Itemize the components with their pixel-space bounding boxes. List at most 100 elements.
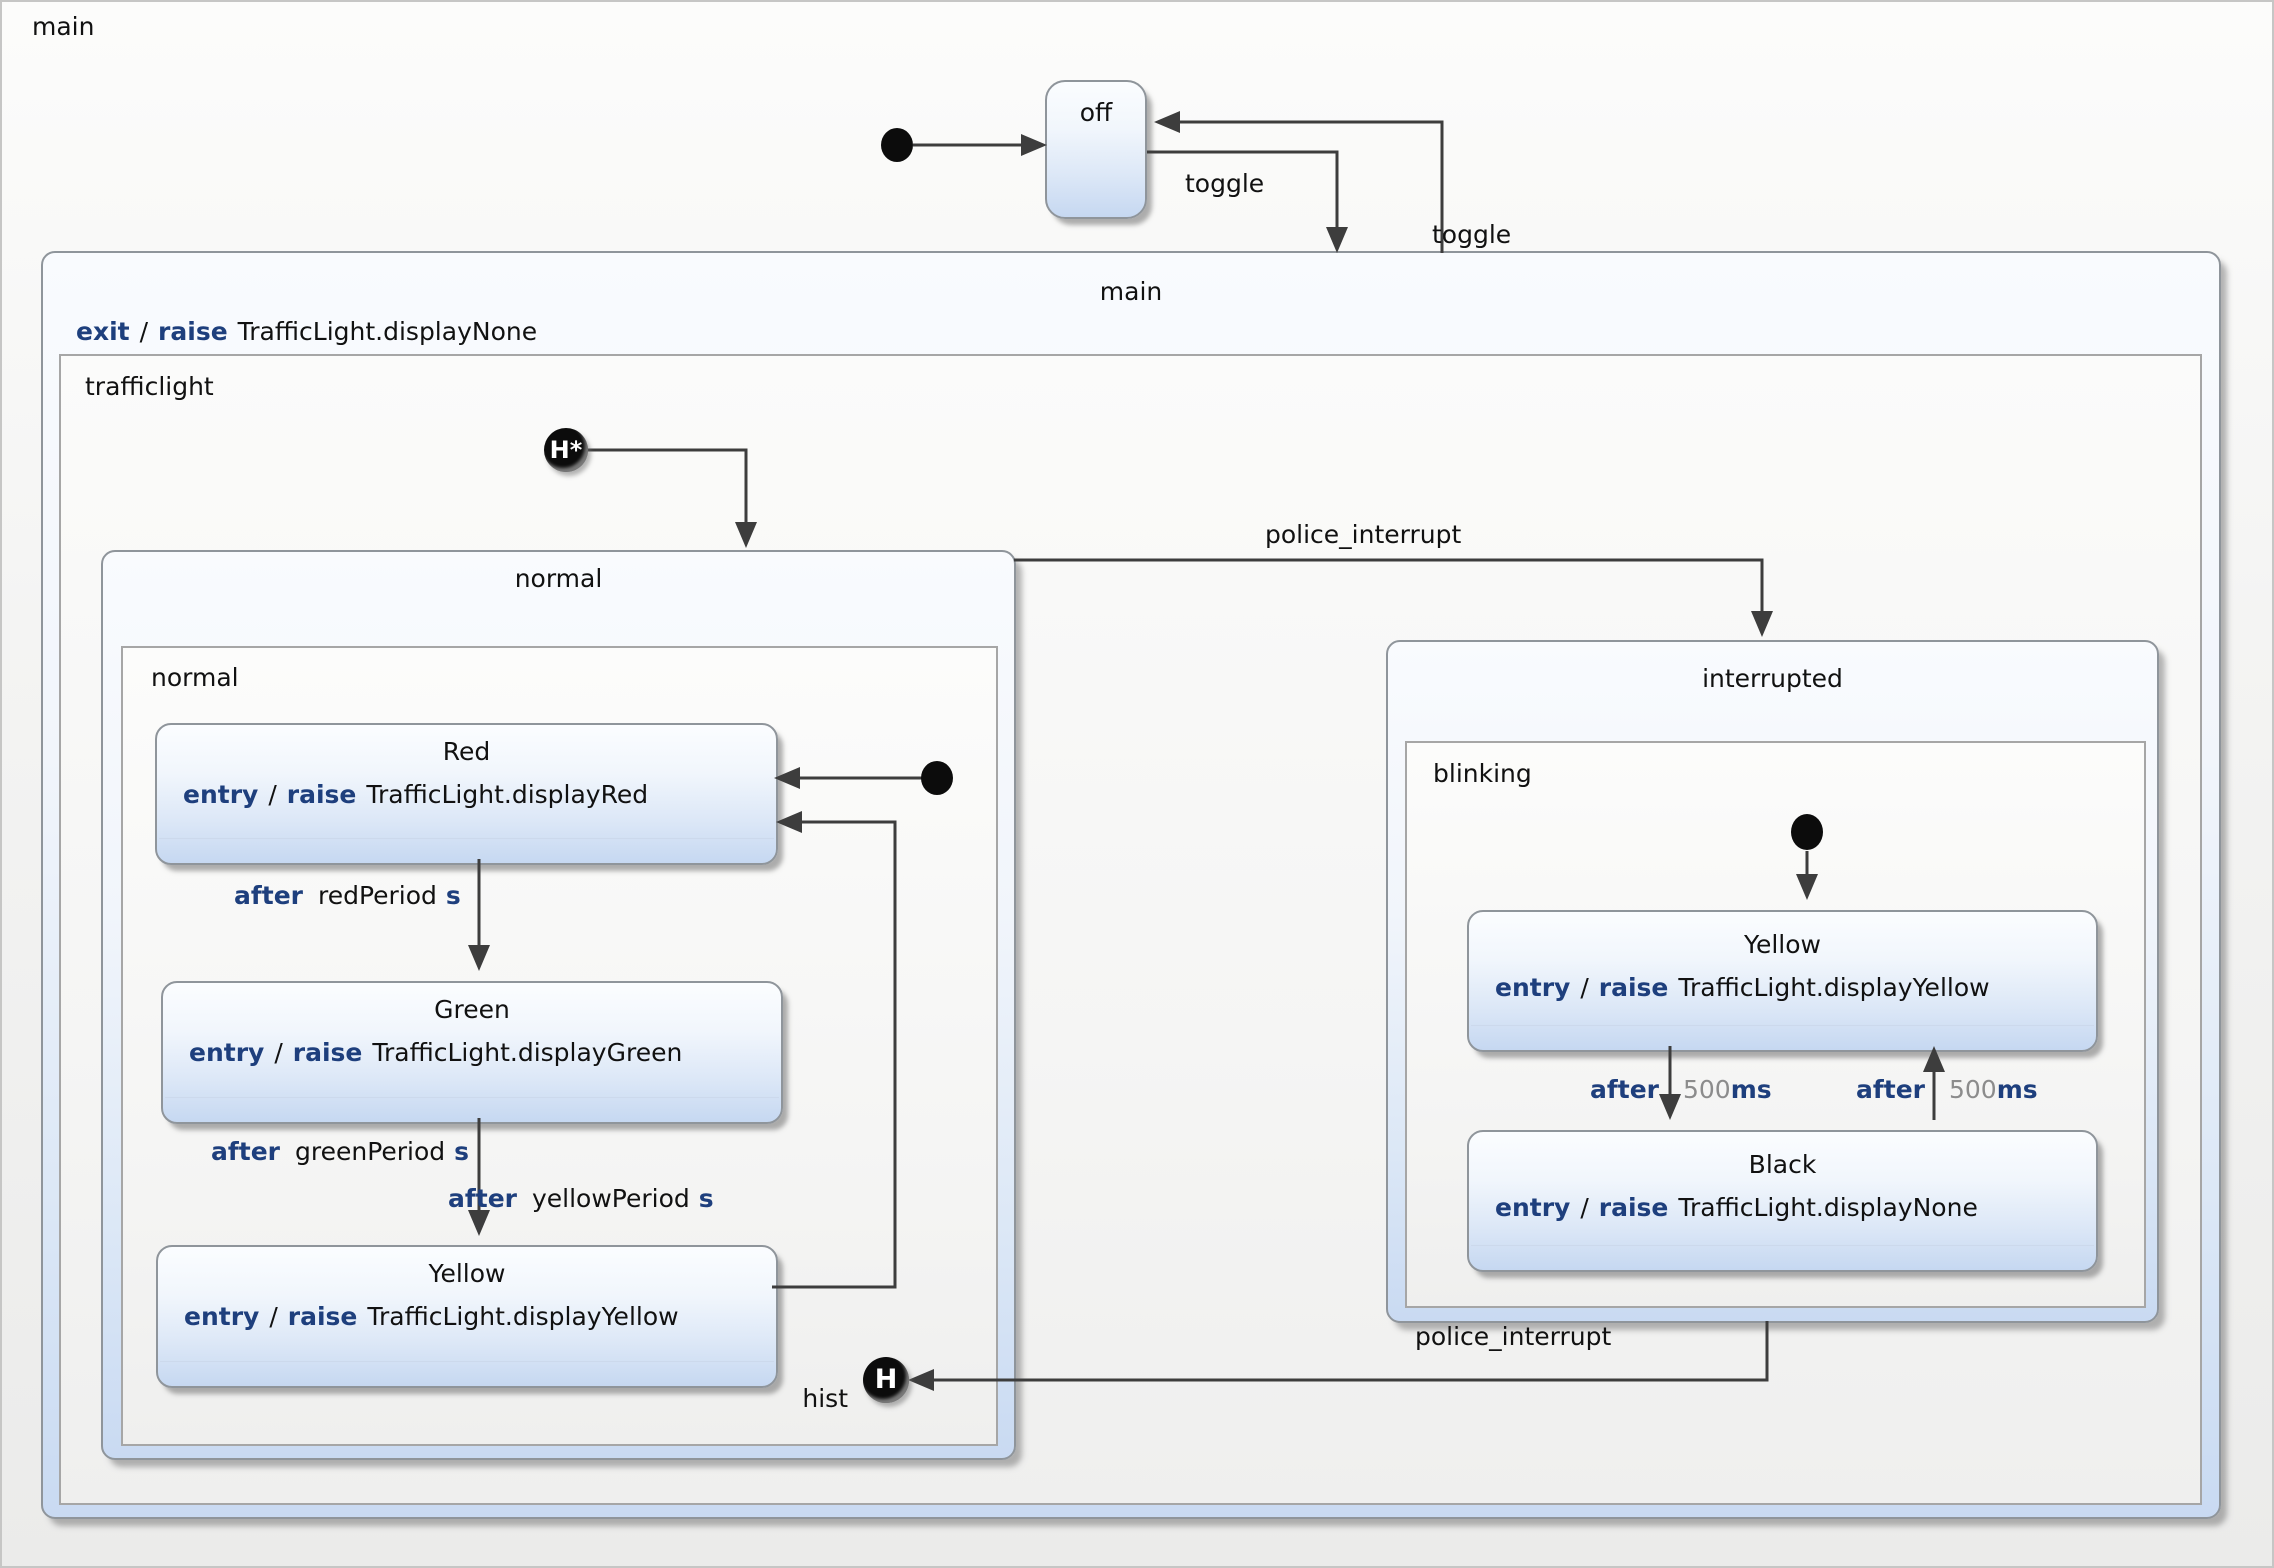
- transition-label-toggle-on[interactable]: toggle: [1185, 169, 1265, 198]
- keyword-unit: s: [445, 881, 461, 910]
- keyword-unit: s: [698, 1184, 714, 1213]
- keyword-raise: raise: [286, 780, 357, 809]
- keyword-after: after: [1590, 1075, 1659, 1104]
- transition-label-after-greenperiod[interactable]: after greenPeriod s: [211, 1137, 469, 1167]
- state-off-title: off: [1079, 98, 1113, 127]
- arrowhead: [1659, 1094, 1681, 1120]
- keyword-raise: raise: [287, 1302, 358, 1331]
- keyword-raise: raise: [1598, 973, 1669, 1002]
- transition-arg: yellowPeriod: [531, 1184, 690, 1213]
- keyword-unit: ms: [1730, 1075, 1772, 1104]
- state-green-entry-action[interactable]: entry / raise TrafficLight.displayGreen: [163, 1038, 781, 1067]
- state-black-title: Black: [1748, 1150, 1817, 1179]
- state-red-entry-action[interactable]: entry / raise TrafficLight.displayRed: [157, 780, 776, 809]
- keyword-after: after: [211, 1137, 280, 1166]
- keyword-unit: s: [454, 1137, 470, 1166]
- shallow-history-node[interactable]: H: [863, 1357, 909, 1403]
- state-yellow-blinking[interactable]: Yellow entry / raise TrafficLight.displayYe…: [1467, 910, 2098, 1052]
- keyword-after: after: [234, 881, 303, 910]
- transition-arg: redPeriod: [317, 881, 437, 910]
- exit-action-text: TrafficLight.displayNone: [237, 317, 538, 346]
- transition-label-police-interrupt[interactable]: police_interrupt: [1265, 520, 1462, 549]
- arrowhead: [735, 522, 757, 548]
- transition-yellow-to-red[interactable]: [772, 820, 897, 1289]
- entry-action-text: TrafficLight.displayYellow: [1678, 973, 1990, 1002]
- slash-separator: /: [274, 1038, 283, 1067]
- transition-police-interrupt[interactable]: [1014, 558, 1764, 615]
- initial-state-dot[interactable]: [881, 128, 913, 162]
- initial-state-dot[interactable]: [921, 761, 953, 795]
- state-compartment-divider: [160, 1361, 774, 1362]
- slash-separator: /: [1580, 973, 1589, 1002]
- transition-police-interrupt-back[interactable]: [932, 1321, 1769, 1382]
- state-yellow-blinking-entry-action[interactable]: entry / raise TrafficLight.displayYellow: [1469, 973, 2096, 1002]
- keyword-unit: ms: [1996, 1075, 2038, 1104]
- arrowhead: [468, 1210, 490, 1236]
- keyword-exit: exit: [76, 317, 130, 346]
- state-compartment-divider: [159, 838, 774, 839]
- region-trafficlight-label: trafficlight: [85, 372, 214, 401]
- region-normal-label: normal: [151, 663, 239, 692]
- arrowhead: [1796, 874, 1818, 900]
- root-region-label: main: [32, 12, 95, 41]
- deep-history-node[interactable]: H*: [544, 428, 588, 472]
- keyword-entry: entry: [1495, 1193, 1571, 1222]
- history-label-hist: hist: [802, 1384, 848, 1413]
- keyword-after: after: [1856, 1075, 1925, 1104]
- main-exit-action[interactable]: exit / raise TrafficLight.displayNone: [76, 317, 537, 347]
- entry-action-text: TrafficLight.displayNone: [1678, 1193, 1978, 1222]
- state-off[interactable]: off: [1045, 80, 1147, 219]
- state-yellow-normal-title: Yellow: [428, 1259, 506, 1288]
- transition-label-after-500ms-up[interactable]: after 500ms: [1856, 1075, 2038, 1105]
- transition-toggle-main-to-off[interactable]: [1178, 120, 1444, 253]
- arrowhead: [1326, 227, 1348, 253]
- keyword-entry: entry: [189, 1038, 265, 1067]
- entry-action-text: TrafficLight.displayRed: [366, 780, 649, 809]
- transition-label-police-interrupt-back[interactable]: police_interrupt: [1415, 1322, 1612, 1351]
- keyword-entry: entry: [1495, 973, 1571, 1002]
- arrowhead: [1021, 134, 1047, 156]
- state-yellow-blinking-title: Yellow: [1744, 930, 1821, 959]
- state-interrupted-title: interrupted: [1702, 664, 1843, 693]
- transition-label-after-500ms-down[interactable]: after 500ms: [1590, 1075, 1772, 1105]
- arrowhead: [774, 767, 800, 789]
- state-compartment-divider: [165, 1097, 779, 1098]
- state-main-title: main: [1099, 277, 1163, 306]
- arrowhead: [468, 945, 490, 971]
- slash-separator: /: [1580, 1193, 1589, 1222]
- slash-separator: /: [268, 780, 277, 809]
- keyword-raise: raise: [292, 1038, 363, 1067]
- transition-label-after-redperiod[interactable]: after redPeriod s: [234, 881, 461, 911]
- initial-state-dot[interactable]: [1791, 814, 1823, 850]
- keyword-entry: entry: [183, 780, 259, 809]
- entry-action-text: TrafficLight.displayGreen: [372, 1038, 683, 1067]
- transition-toggle-off-to-main[interactable]: [1147, 150, 1339, 232]
- arrowhead: [1751, 611, 1773, 637]
- arrowhead: [1154, 111, 1180, 133]
- arrowhead: [1923, 1046, 1945, 1072]
- keyword-entry: entry: [184, 1302, 260, 1331]
- arrowhead: [908, 1369, 934, 1391]
- transition-arg: greenPeriod: [294, 1137, 446, 1166]
- transition-arg: 500: [1682, 1075, 1731, 1104]
- region-blinking-label: blinking: [1433, 759, 1532, 788]
- transition-arg: 500: [1948, 1075, 1997, 1104]
- transition-deep-history-to-normal[interactable]: [586, 448, 748, 526]
- transition-label-toggle-off[interactable]: toggle: [1432, 220, 1512, 249]
- keyword-raise: raise: [158, 317, 228, 346]
- slash-separator: /: [139, 317, 149, 346]
- slash-separator: /: [269, 1302, 278, 1331]
- state-normal-title: normal: [514, 564, 603, 593]
- state-compartment-divider: [1471, 1245, 2094, 1246]
